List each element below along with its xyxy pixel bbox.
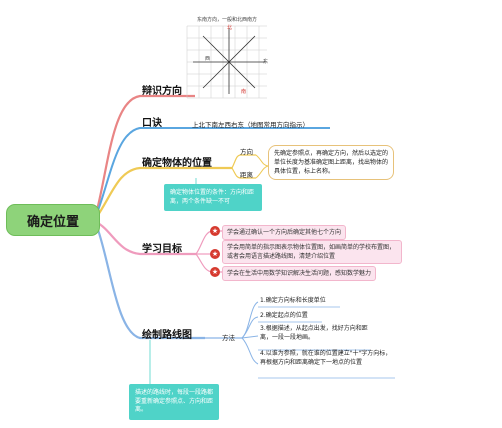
compass-grid — [186, 25, 267, 99]
goal-item: 学会通过确认一个方向后确定其他七个方向 — [222, 225, 347, 240]
sub-direction: 方向 — [240, 148, 253, 156]
compass-header: 东南方向，一般和北西南方 — [196, 17, 257, 23]
branch-mnemonic[interactable]: 口诀 — [142, 118, 162, 129]
mnemonic-text: 上北下南左西右东（地图常用方向指示） — [192, 121, 309, 129]
branch-determine-position[interactable]: 确定物体的位置 — [142, 158, 212, 169]
branch-identify-direction[interactable]: 辩识方向 — [142, 86, 182, 97]
star-icon: ★ — [210, 267, 220, 277]
route-step: 3.根据描述，从起点出发，找好方向和距离，一段一段地画。 — [260, 325, 368, 341]
compass-south-label: 南 — [241, 89, 247, 95]
compass-diagram: 东南方向，一般和北西南方 北 南 东 西 — [183, 17, 271, 102]
position-method-box: 先确定参照点，再确定方向，然后以选定的单位长度为基准确定图上距离，找出物体的具体… — [268, 145, 394, 180]
route-step: 1.确定方向标和长度单位 — [260, 297, 326, 304]
goal-item: 学会用简单的指示图表示物体位置图，如画简单的学校布置图，或者会用语言描述路线图，… — [222, 240, 402, 264]
route-step: 4.以谁为参照，就在谁的位置建立"十"字方向标，再根据方向和距离确定下一地点的位… — [260, 350, 392, 366]
central-topic[interactable]: 确定位置 — [6, 204, 100, 236]
star-icon: ★ — [210, 226, 220, 236]
route-step: 2.确定起点的位置 — [260, 312, 308, 319]
branch-draw-route-map[interactable]: 绘制路线图 — [142, 330, 192, 341]
route-drawing-note: 描述的路线时，每段一段路都要重新确定参照点、方向和距离。 — [129, 384, 219, 420]
compass-west-label: 西 — [205, 56, 211, 62]
method-label: 方法 — [222, 334, 235, 342]
goal-item: 学会在生活中用数学知识解决生活问题，感知数学魅力 — [222, 266, 377, 281]
branch-learning-goals[interactable]: 学习目标 — [142, 244, 182, 255]
sub-distance: 距离 — [240, 171, 253, 179]
compass-east-label: 东 — [263, 59, 269, 65]
star-icon: ★ — [210, 249, 220, 259]
position-condition-note: 确定物体位置的条件：方向和距离，两个条件缺一不可 — [164, 184, 262, 211]
compass-north-label: 北 — [227, 25, 233, 31]
